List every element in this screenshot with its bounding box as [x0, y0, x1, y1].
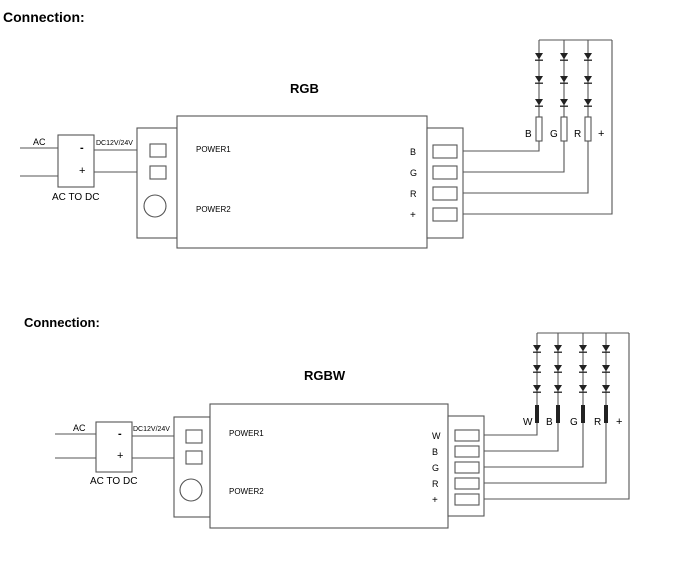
- pin-label-b-1: B: [410, 147, 416, 157]
- strip-label-g-2: G: [570, 417, 578, 428]
- ac-to-dc-label-1: AC TO DC: [52, 192, 99, 203]
- pin-label-r-1: R: [410, 189, 417, 199]
- dc-plus-2: +: [117, 450, 123, 462]
- ac-label-2: AC: [73, 423, 86, 433]
- rgb-controller-body: [176, 115, 428, 249]
- strip-label-r-2: R: [594, 417, 601, 428]
- rgbw-led-strip: W B G R +: [523, 332, 629, 428]
- pin-label-g-1: G: [410, 168, 417, 178]
- dc-minus-1: -: [80, 142, 84, 154]
- strip-label-b-1: B: [525, 129, 532, 140]
- pin-label-w-2: W: [432, 431, 441, 441]
- ac-label-1: AC: [33, 137, 46, 147]
- led-diode-icon: [579, 345, 587, 352]
- power2-terminal-2: [185, 450, 203, 465]
- led-diode-icon: [535, 53, 543, 60]
- led-diode-icon: [579, 365, 587, 372]
- power2-label-2: POWER2: [229, 487, 264, 496]
- pin-label-plus-2: +: [432, 495, 438, 506]
- strip-label-plus-2: +: [616, 416, 622, 428]
- led-diode-icon: [560, 53, 568, 60]
- power-jack-2: [179, 478, 203, 502]
- led-diode-icon: [584, 76, 592, 83]
- led-diode-icon: [602, 365, 610, 372]
- ac-to-dc-label-2: AC TO DC: [90, 476, 137, 487]
- dc-voltage-label-1: DC12V/24V: [96, 140, 133, 147]
- led-diode-icon: [602, 345, 610, 352]
- led-diode-icon: [560, 99, 568, 106]
- led-diode-icon: [554, 345, 562, 352]
- ac-to-dc-converter-2: [95, 421, 133, 473]
- led-diode-icon: [584, 99, 592, 106]
- power-jack-1: [143, 194, 167, 218]
- strip-label-r-1: R: [574, 129, 581, 140]
- led-diode-icon: [584, 53, 592, 60]
- led-diode-icon: [579, 385, 587, 392]
- rgbw-diagram: Connection: RGBW AC - + AC TO DC DC12V/2…: [24, 315, 630, 529]
- dc-voltage-label-2: DC12V/24V: [133, 426, 170, 433]
- power1-label-1: POWER1: [196, 145, 231, 154]
- connection-heading-1: Connection:: [3, 9, 85, 25]
- dc-plus-1: +: [79, 165, 85, 177]
- pin-label-g-2: G: [432, 463, 439, 473]
- strip-label-b-2: B: [546, 417, 553, 428]
- rgbw-controller-body: [209, 403, 449, 529]
- power1-terminal-1: [149, 143, 167, 158]
- rgb-title: RGB: [290, 81, 319, 96]
- ac-to-dc-converter-1: [57, 134, 95, 188]
- rgb-led-strip: B G R +: [525, 39, 612, 142]
- led-diode-icon: [554, 365, 562, 372]
- pin-label-plus-1: +: [410, 210, 416, 221]
- rgbw-title: RGBW: [304, 368, 346, 383]
- led-diode-icon: [533, 365, 541, 372]
- power2-terminal-1: [149, 165, 167, 180]
- strip-label-w-2: W: [523, 417, 533, 428]
- led-diode-icon: [535, 99, 543, 106]
- connection-heading-2: Connection:: [24, 315, 100, 330]
- pin-label-b-2: B: [432, 447, 438, 457]
- strip-label-g-1: G: [550, 129, 558, 140]
- led-diode-icon: [602, 385, 610, 392]
- power2-label-1: POWER2: [196, 205, 231, 214]
- led-diode-icon: [554, 385, 562, 392]
- pin-label-r-2: R: [432, 479, 439, 489]
- rgb-diagram: Connection: RGB AC - + AC TO DC DC12V/24…: [3, 9, 613, 249]
- strip-label-plus-1: +: [598, 128, 604, 140]
- power1-label-2: POWER1: [229, 429, 264, 438]
- led-diode-icon: [560, 76, 568, 83]
- power1-terminal-2: [185, 429, 203, 444]
- led-diode-icon: [533, 385, 541, 392]
- led-diode-icon: [535, 76, 543, 83]
- dc-minus-2: -: [118, 428, 122, 440]
- led-diode-icon: [533, 345, 541, 352]
